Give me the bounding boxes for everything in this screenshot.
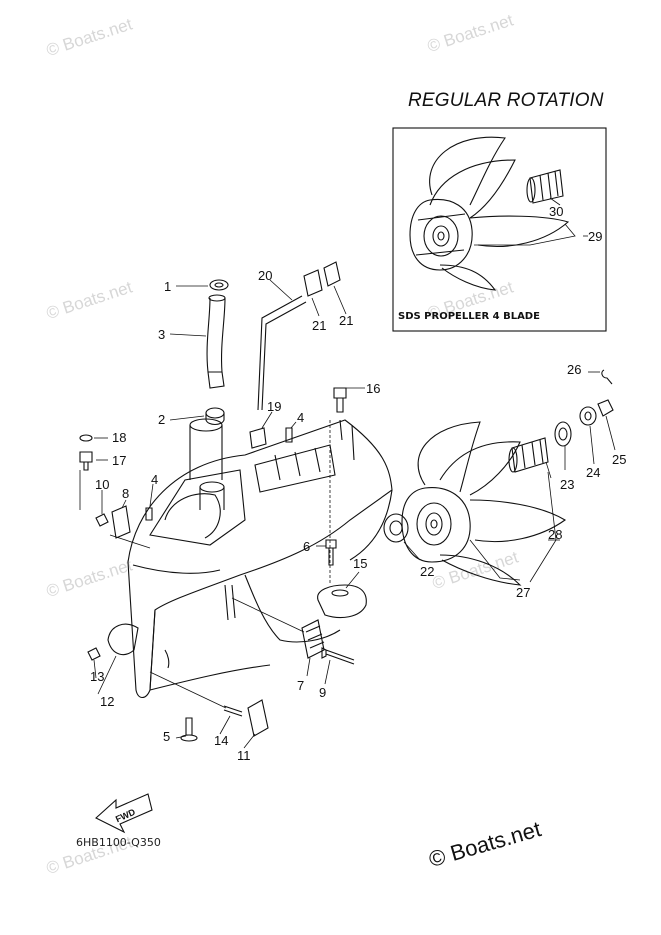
callout-7: 7 bbox=[297, 678, 304, 693]
part-21-clip bbox=[303, 269, 323, 297]
callout-9: 9 bbox=[319, 685, 326, 700]
callout-15: 15 bbox=[353, 556, 367, 571]
part-24-washer bbox=[579, 406, 597, 426]
callout-21a: 21 bbox=[312, 318, 326, 333]
callout-11: 11 bbox=[237, 748, 251, 763]
callout-21b: 21 bbox=[339, 313, 353, 328]
diagram-code: 6HB1100-Q350 bbox=[76, 836, 161, 849]
callout-23: 23 bbox=[560, 477, 574, 492]
callout-16: 16 bbox=[366, 381, 380, 396]
callout-19: 19 bbox=[267, 399, 281, 414]
callout-25: 25 bbox=[612, 452, 626, 467]
callout-26: 26 bbox=[567, 362, 581, 377]
callout-24: 24 bbox=[586, 465, 600, 480]
part-4-pin bbox=[285, 427, 293, 443]
callout-labels: 1 2 3 4 4 5 6 7 8 9 10 11 12 13 14 15 16… bbox=[90, 204, 626, 763]
callout-27: 27 bbox=[516, 585, 530, 600]
callout-17: 17 bbox=[112, 453, 126, 468]
part-25-nut bbox=[597, 399, 614, 417]
lower-case bbox=[127, 419, 393, 699]
part-10-nut bbox=[95, 513, 109, 527]
part-15-anode bbox=[317, 584, 367, 619]
callout-30: 30 bbox=[549, 204, 563, 219]
part-12-anode bbox=[107, 623, 139, 656]
part-20-tube bbox=[257, 295, 307, 411]
part-11-anode bbox=[247, 699, 269, 737]
callout-14: 14 bbox=[214, 733, 228, 748]
callout-12: 12 bbox=[100, 694, 114, 709]
part-3-water-tube bbox=[206, 297, 226, 373]
callout-8: 8 bbox=[122, 486, 129, 501]
callout-22: 22 bbox=[420, 564, 434, 579]
inset-frame bbox=[392, 127, 607, 332]
part-16-bolt bbox=[333, 387, 347, 413]
part-9-bolt bbox=[321, 647, 355, 665]
callout-29: 29 bbox=[588, 229, 602, 244]
callout-2: 2 bbox=[158, 412, 165, 427]
part-22-thrust-washer bbox=[383, 513, 409, 543]
callout-18: 18 bbox=[112, 430, 126, 445]
leader-lines bbox=[79, 197, 616, 749]
part-26-cotter-pin bbox=[601, 369, 613, 385]
part-8-plate bbox=[111, 505, 131, 539]
diagram-title: REGULAR ROTATION bbox=[408, 90, 604, 111]
part-5-bolt bbox=[185, 717, 193, 736]
part-13-nut bbox=[87, 647, 101, 661]
part-4-pin bbox=[145, 507, 153, 521]
part-23-spacer bbox=[554, 421, 572, 447]
callout-6: 6 bbox=[303, 539, 310, 554]
part-2-grommet bbox=[205, 407, 225, 419]
callout-5: 5 bbox=[163, 729, 170, 744]
part-1-ring bbox=[209, 279, 229, 291]
part-18-oring bbox=[79, 434, 93, 442]
callout-13: 13 bbox=[90, 669, 104, 684]
part-17-screw bbox=[79, 451, 93, 471]
inset-spline-bushing bbox=[526, 169, 564, 204]
callout-10: 10 bbox=[95, 477, 109, 492]
inset-propeller bbox=[409, 136, 570, 291]
part-28-spline-bushing bbox=[511, 437, 549, 473]
callout-1: 1 bbox=[164, 279, 171, 294]
callout-28: 28 bbox=[548, 527, 562, 542]
callout-3: 3 bbox=[158, 327, 165, 342]
part-7-plate bbox=[301, 619, 325, 659]
part-6-bolt bbox=[325, 539, 337, 566]
main-propeller bbox=[401, 421, 567, 586]
callout-20: 20 bbox=[258, 268, 272, 283]
callout-4b: 4 bbox=[151, 472, 158, 487]
callout-4a: 4 bbox=[297, 410, 304, 425]
part-14-bolt bbox=[223, 705, 243, 717]
fwd-arrow bbox=[95, 793, 153, 834]
part-21-clip bbox=[323, 261, 341, 287]
pump-housing bbox=[149, 418, 336, 546]
part-19-grommet bbox=[249, 427, 267, 449]
inset-label: SDS PROPELLER 4 BLADE bbox=[398, 311, 540, 322]
